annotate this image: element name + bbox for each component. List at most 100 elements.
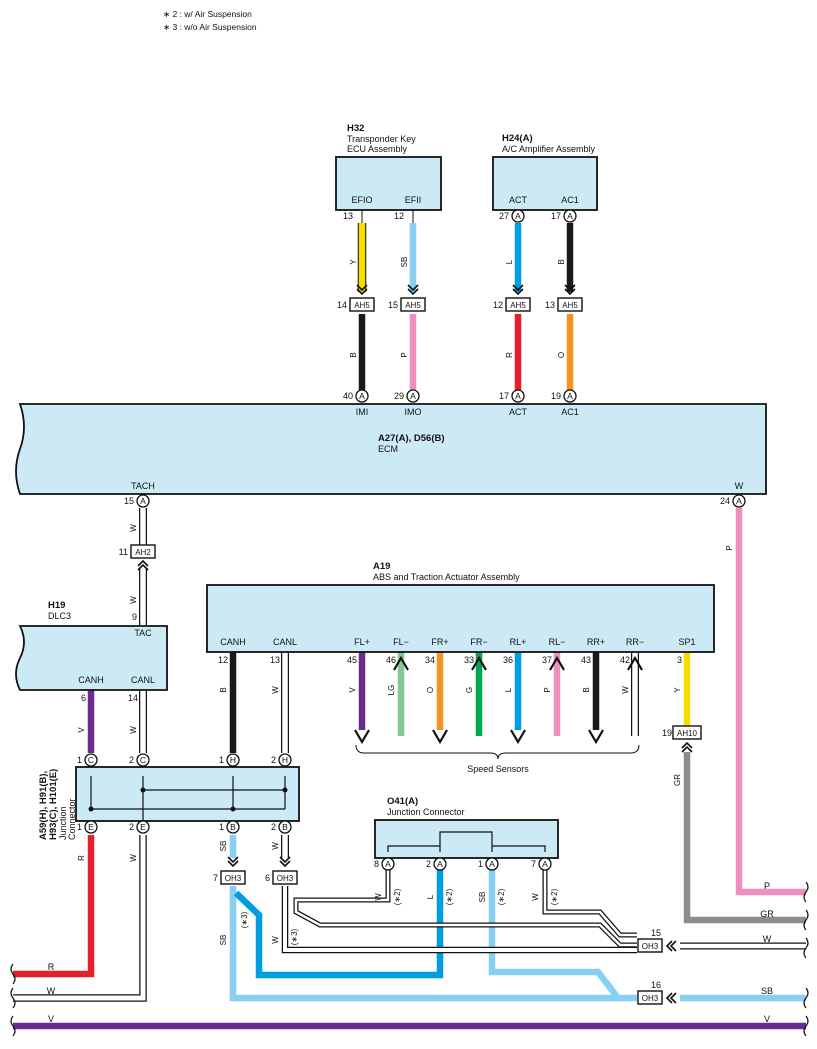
ah5-tag-2-label: AH5 [510, 301, 526, 310]
wc-dlc-canl: W [129, 726, 138, 734]
ecm-pin-2-letter: A [515, 391, 521, 401]
sensor-arrow-down-6 [588, 729, 604, 745]
wc-a19-canh: B [219, 687, 228, 692]
h32-pin-efii: EFII [405, 195, 422, 205]
wc-ac1-up: B [557, 259, 566, 264]
ah5-tag-1-label: AH5 [405, 301, 421, 310]
sensor-arrow-up-3 [471, 655, 487, 671]
a19-pin-num-1: 13 [270, 655, 280, 665]
wc-edge-w-left: W [47, 986, 56, 996]
ecm-pin-ac1: AC1 [561, 407, 579, 417]
wc-sensor-7: W [621, 686, 630, 694]
wire-w-o41-8 [294, 866, 637, 947]
wc-o41-0: W [374, 893, 383, 901]
component-h19: H19 DLC3 TAC CANH CANL [15, 600, 168, 691]
o41-pin-num-3: 7 [531, 859, 536, 869]
jc-top-pin-1-circle [136, 753, 150, 767]
h32-box [335, 156, 442, 211]
component-h32: H32 Transponder Key ECU Assembly EFIO EF… [335, 123, 442, 211]
a19-pin-num-2: 45 [347, 655, 357, 665]
oh3-left-pin-1: 6 [265, 873, 270, 883]
note-no-air-suspension: ∗ 3 : w/o Air Suspension [163, 22, 257, 32]
ah5-chevron-3 [564, 284, 576, 296]
ecm-tach-pin-circle [136, 494, 150, 508]
jc-bot-pin-3-letter: B [282, 822, 288, 832]
ah5-chevron-1 [407, 284, 419, 296]
ecm-pin-num-1: 29 [394, 391, 404, 401]
ah5-pin-3: 13 [545, 300, 555, 310]
jc-bot-pin-1-circle [136, 820, 150, 834]
wire-red-r [13, 835, 95, 978]
ecm-pin-1-letter: A [410, 391, 416, 401]
jc-top-num-2: 1 [219, 755, 224, 765]
component-a19: A19 ABS and Traction Actuator Assembly C… [206, 561, 715, 774]
note-star2-1: (∗2) [445, 888, 454, 905]
wc-imo: P [400, 352, 409, 357]
h24-pin-num-0: 27 [499, 211, 509, 221]
ah5-chevron-2 [512, 284, 524, 296]
a19-pin-label-8: RR+ [587, 637, 605, 647]
ah5-tag-3-label: AH5 [562, 301, 578, 310]
wc-sensor-2: O [426, 687, 435, 693]
a19-pin-num-8: 43 [581, 655, 591, 665]
h24-pin-0-letter: A [515, 211, 521, 221]
note-air-suspension: ∗ 2 : w/ Air Suspension [163, 9, 252, 19]
ecm-code: A27(A), D56(B) [378, 433, 445, 444]
o41-pin-num-1: 2 [426, 859, 431, 869]
ecm-pin-3-letter: A [567, 391, 573, 401]
edge-breaks [10, 881, 809, 1037]
ah5-pin-0: 14 [337, 300, 347, 310]
ah5-tag-1 [400, 297, 426, 312]
h24-pin-0-circle [511, 209, 525, 223]
oh3-right-chevron-16 [665, 992, 677, 1004]
ecm-pin-2-circle [511, 389, 525, 403]
jc-top-pin-2-circle [226, 753, 240, 767]
wire-w-o41-7 [543, 866, 637, 937]
wc-dlc-canh: V [77, 727, 86, 733]
note-star2-3: (∗2) [550, 888, 559, 905]
wc-ac1-low: O [557, 352, 566, 358]
oh3-right-pin-15: 15 [651, 928, 661, 938]
oh3-left-tag-1 [272, 870, 298, 885]
ecm-tach-num: 15 [124, 496, 134, 506]
wc-imi: B [349, 352, 358, 357]
wc-edge-v-right: V [764, 1014, 770, 1024]
a19-pin-label-0: CANH [220, 637, 246, 647]
note-star2-0: (∗2) [393, 888, 402, 905]
a19-pin-label-9: RR− [626, 637, 644, 647]
a19-pin-num-10: 3 [677, 655, 682, 665]
o41-pin-1-circle [433, 857, 447, 871]
o41-pin-0-circle [381, 857, 395, 871]
wc-o41-2: SB [478, 892, 487, 903]
jc-bot-pin-2-letter: B [230, 822, 236, 832]
a19-pin-label-3: FL− [393, 637, 409, 647]
jc-bot-pin-0-circle [84, 820, 98, 834]
wc-tach: W [129, 524, 138, 532]
oh3-left-chevron-1 [279, 856, 291, 868]
a19-pin-label-4: FR+ [431, 637, 448, 647]
ecm-tach-pin-letter: A [140, 496, 146, 506]
h32-pin-num-1: 12 [394, 211, 404, 221]
o41-pin-num-2: 1 [478, 859, 483, 869]
speed-sensors-brace [355, 744, 640, 760]
ecm-pin-0-letter: A [359, 391, 365, 401]
wire-sb-left [229, 886, 618, 1002]
wc-efii: SB [400, 257, 409, 268]
ah5-chevron-0 [356, 284, 368, 296]
ecm-pin-act: ACT [509, 407, 528, 417]
wire-gr [683, 752, 806, 924]
ah2-tag-label: AH2 [135, 548, 151, 557]
h19-pin-tac: TAC [134, 628, 152, 638]
wc-dlc-tac: W [129, 596, 138, 604]
h32-name-line2: ECU Assembly [347, 144, 408, 154]
ah10-pin: 19 [662, 728, 672, 738]
ah5-tag-2 [505, 297, 531, 312]
h19-code: H19 [48, 600, 65, 611]
o41-pin-0-letter: A [385, 859, 391, 869]
wc-edge-r: R [48, 962, 55, 972]
dlc-canl-num: 14 [128, 693, 138, 703]
a19-pin-num-7: 37 [542, 655, 552, 665]
h32-code: H32 [347, 123, 364, 134]
h24-pin-act: ACT [509, 195, 528, 205]
ecm-pin-1-circle [406, 389, 420, 403]
